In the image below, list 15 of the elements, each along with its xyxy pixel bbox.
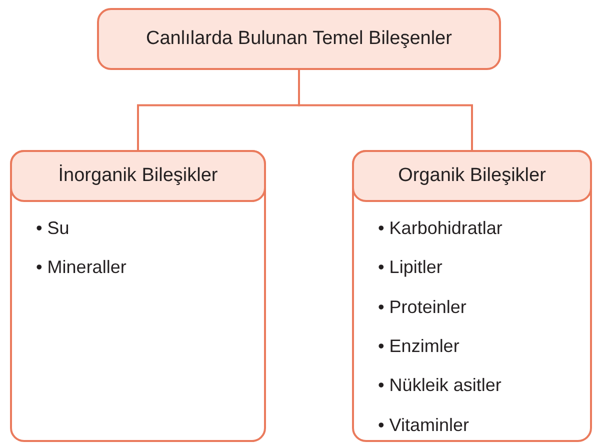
connector-line (298, 70, 473, 150)
panel-heading: Organik Bileşikler (398, 165, 546, 187)
list-item: • Karbohidratlar (378, 218, 502, 239)
list-item: • Nükleik asitler (378, 375, 502, 396)
list-item: • Vitaminler (378, 414, 470, 436)
box-title: Canlılarda Bulunan Temel Bileşenler (146, 28, 452, 50)
category-panel (10, 150, 266, 442)
list-item: • Lipitler (378, 257, 442, 278)
list-item: • Proteinler (378, 296, 466, 318)
list-item: • Enzimler (378, 336, 460, 357)
list-item: • Su (36, 218, 70, 239)
panel-heading: İnorganik Bileşikler (58, 165, 218, 187)
title-box (97, 8, 501, 70)
list-item: • Mineraller (36, 257, 126, 278)
category-panel (352, 150, 592, 442)
